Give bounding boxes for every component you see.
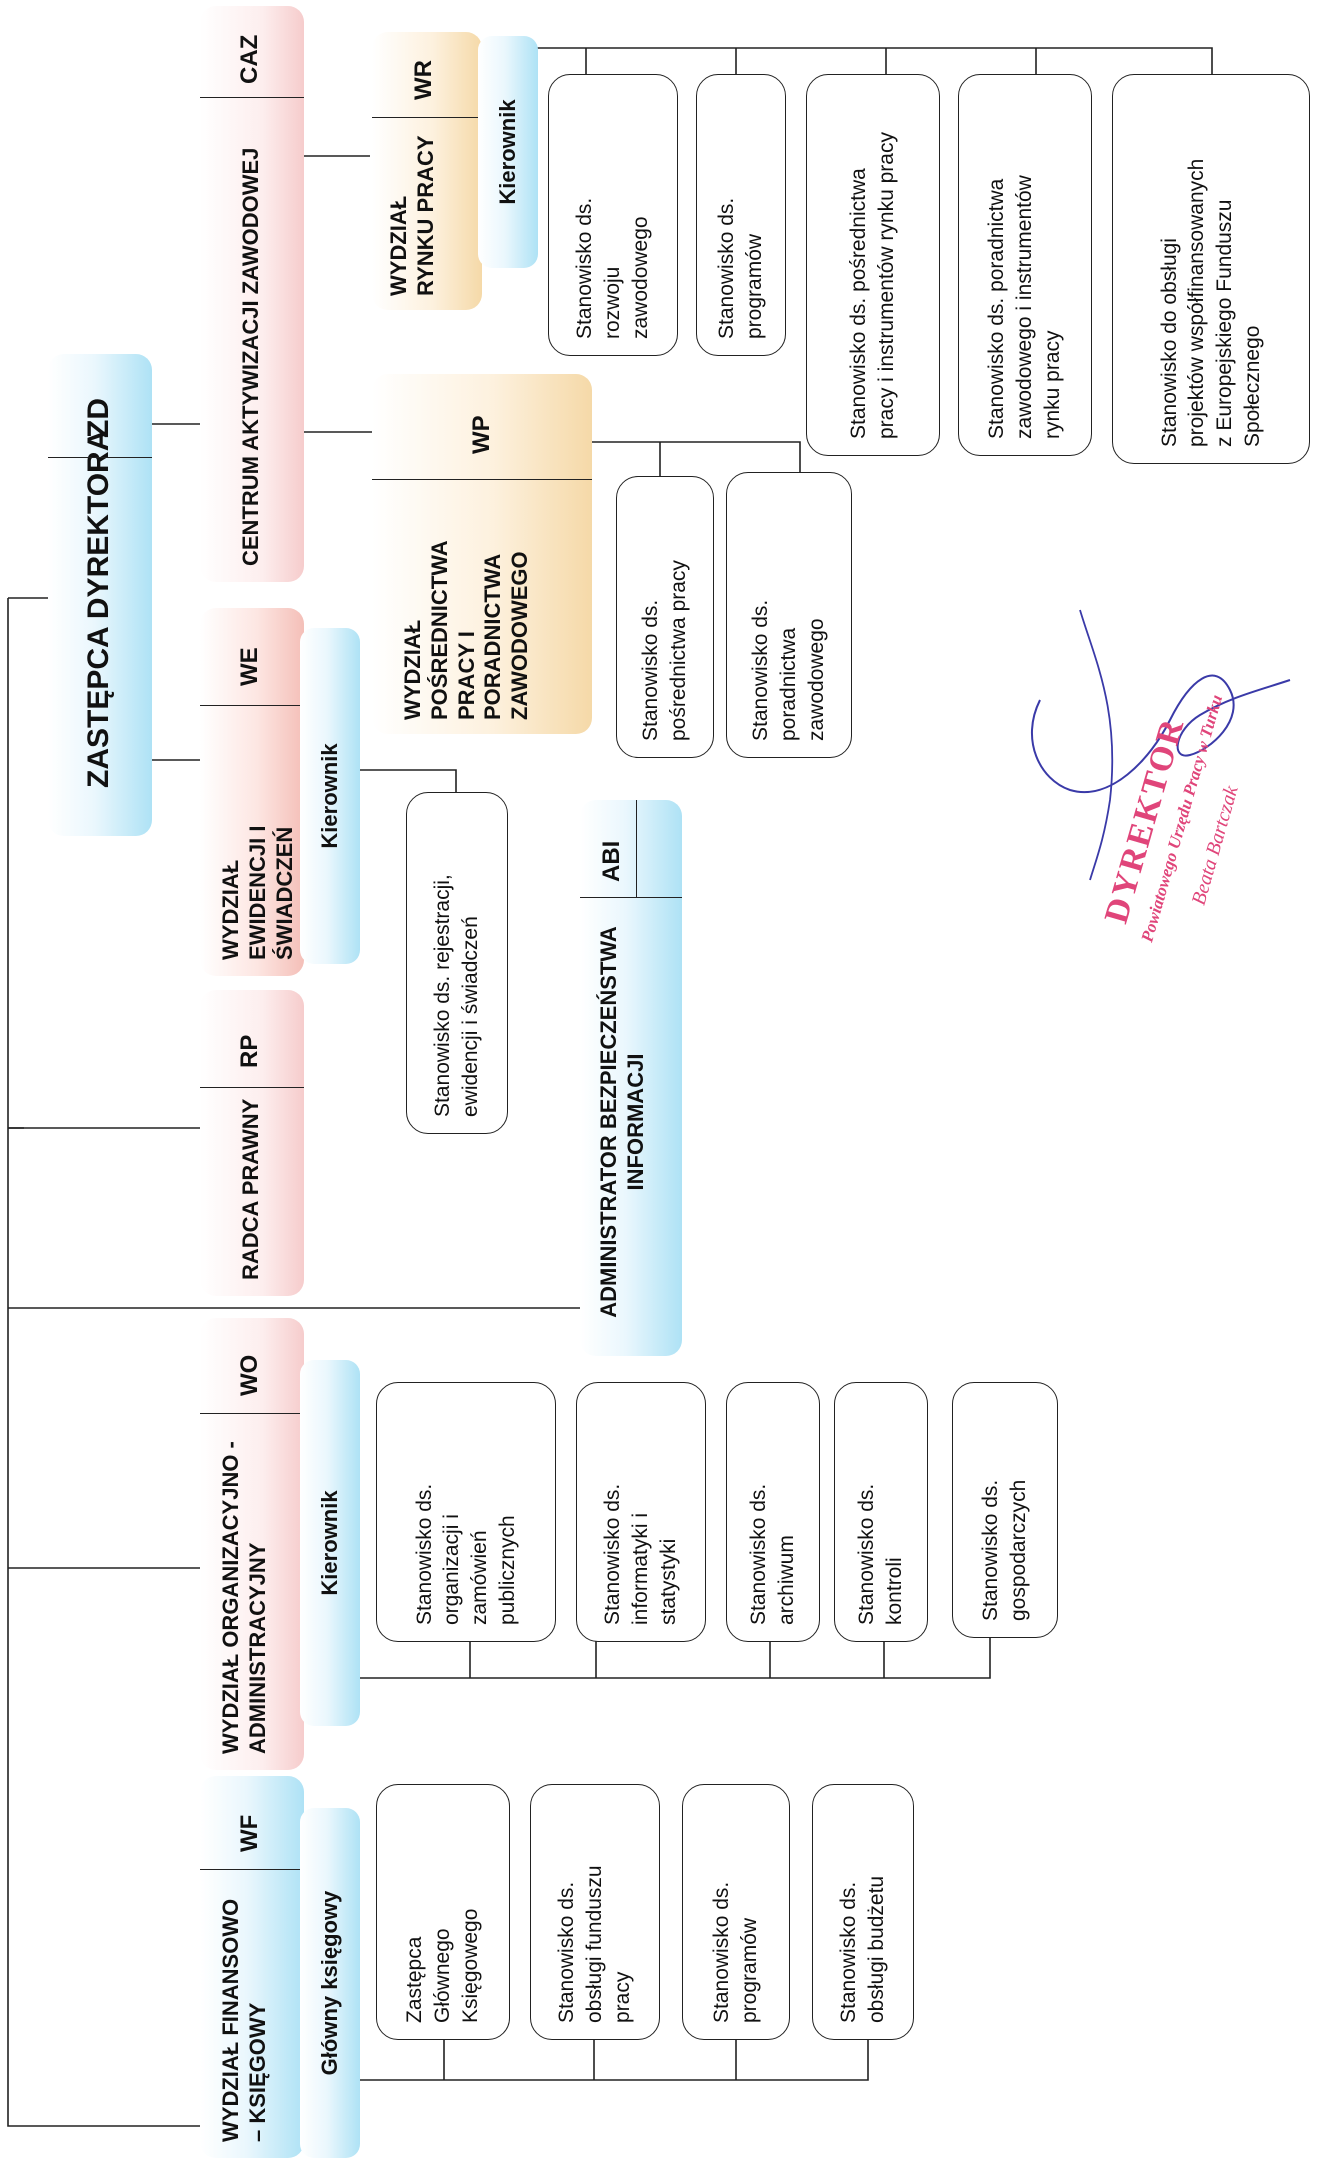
wf-box: WYDZIAŁ FINANSOWO – KSIĘGOWY WF [200, 1776, 304, 2158]
abi-title: ADMINISTRATOR BEZPIECZEŃSTWA INFORMACJI [596, 926, 648, 1318]
wr-position-5: Stanowisko do obsługi projektów współfin… [1112, 74, 1310, 464]
wo-position-4: Stanowisko ds. kontroli [834, 1382, 928, 1642]
deputy-title: ZASTĘPCA DYREKTORA [82, 429, 115, 788]
deputy-director-box: ZASTĘPCA DYREKTORA ZD [48, 354, 152, 836]
wr-box: WYDZIAŁ RYNKU PRACY WR [372, 32, 482, 310]
centrum-divider [200, 97, 304, 98]
wp-divider [372, 479, 592, 480]
wo-position-5: Stanowisko ds. gospodarczych [952, 1382, 1058, 1638]
wr-divider [372, 117, 482, 118]
wf-position-1: Zastępca Głównego Księgowego [376, 1784, 510, 2040]
centrum-code: CAZ [236, 34, 263, 84]
signature-scribble [1031, 609, 1291, 881]
wr-head-box: Kierownik [478, 36, 538, 268]
wp-code: WP [468, 415, 495, 454]
wp-position-1: Stanowisko ds. pośrednictwa pracy [616, 476, 714, 758]
wo-position-1: Stanowisko ds. organizacji i zamówień pu… [376, 1382, 556, 1642]
we-title: WYDZIAŁ EWIDENCJI I ŚWIADCZEŃ [218, 825, 297, 960]
rp-box: RADCA PRAWNY RP [200, 990, 304, 1296]
wf-position-4: Stanowisko ds. obsługi budżetu [812, 1784, 914, 2040]
centrum-box: CENTRUM AKTYWIZACJI ZAWODOWEJ CAZ [200, 6, 304, 582]
wo-box: WYDZIAŁ ORGANIZACYJNO - ADMINISTRACYJNY … [200, 1318, 304, 1770]
wf-divider [200, 1869, 304, 1870]
wo-position-2: Stanowisko ds. informatyki i statystyki [576, 1382, 706, 1642]
wp-position-2: Stanowisko ds. poradnictwa zawodowego [726, 472, 852, 758]
abi-divider-h [636, 800, 637, 898]
wr-position-4: Stanowisko ds. poradnictwa zawodowego i … [958, 74, 1092, 456]
wo-divider [200, 1413, 304, 1414]
wf-code: WF [236, 1814, 263, 1852]
we-head-box: Kierownik [300, 628, 360, 964]
wf-position-2: Stanowisko ds. obsługi funduszu pracy [530, 1784, 660, 2040]
we-head: Kierownik [316, 743, 342, 849]
wr-position-2: Stanowisko ds. programów [696, 74, 786, 356]
wf-head-box: Główny księgowy [300, 1808, 360, 2158]
wr-position-3: Stanowisko ds. pośrednictwa pracy i inst… [806, 74, 940, 456]
abi-divider [580, 897, 682, 898]
wf-position-3: Stanowisko ds. programów [682, 1784, 790, 2040]
abi-code: ABI [598, 840, 625, 882]
wf-title: WYDZIAŁ FINANSOWO – KSIĘGOWY [218, 1898, 270, 2142]
wr-title: WYDZIAŁ RYNKU PRACY [386, 135, 438, 296]
wo-head-box: Kierownik [300, 1360, 360, 1726]
wr-position-1: Stanowisko ds. rozwoju zawodowego [548, 74, 678, 356]
we-divider [200, 705, 304, 706]
deputy-code: ZD [82, 398, 115, 438]
wp-box: WYDZIAŁ POŚREDNICTWA PRACY I PORADNICTWA… [372, 374, 592, 734]
wo-head: Kierownik [316, 1490, 342, 1596]
deputy-divider [48, 457, 152, 458]
wf-head: Główny księgowy [316, 1890, 342, 2076]
we-position-1: Stanowisko ds. rejestracji, ewidencji i … [406, 792, 508, 1134]
director-stamp: DYREKTOR Powiatowego Urzędu Pracy w Turk… [1000, 540, 1320, 944]
we-box: WYDZIAŁ EWIDENCJI I ŚWIADCZEŃ WE [200, 608, 304, 976]
rp-divider [200, 1087, 304, 1088]
wo-position-3: Stanowisko ds. archiwum [726, 1382, 820, 1642]
wo-code: WO [236, 1354, 263, 1396]
wr-head: Kierownik [494, 99, 520, 205]
we-code: WE [236, 647, 263, 686]
wr-code: WR [410, 60, 437, 100]
wo-title: WYDZIAŁ ORGANIZACYJNO - ADMINISTRACYJNY [218, 1441, 270, 1754]
abi-box: ADMINISTRATOR BEZPIECZEŃSTWA INFORMACJI … [580, 800, 682, 1356]
wp-title: WYDZIAŁ POŚREDNICTWA PRACY I PORADNICTWA… [400, 541, 533, 720]
rp-title: RADCA PRAWNY [238, 1098, 263, 1280]
rp-code: RP [236, 1034, 263, 1068]
centrum-title: CENTRUM AKTYWIZACJI ZAWODOWEJ [238, 147, 263, 566]
